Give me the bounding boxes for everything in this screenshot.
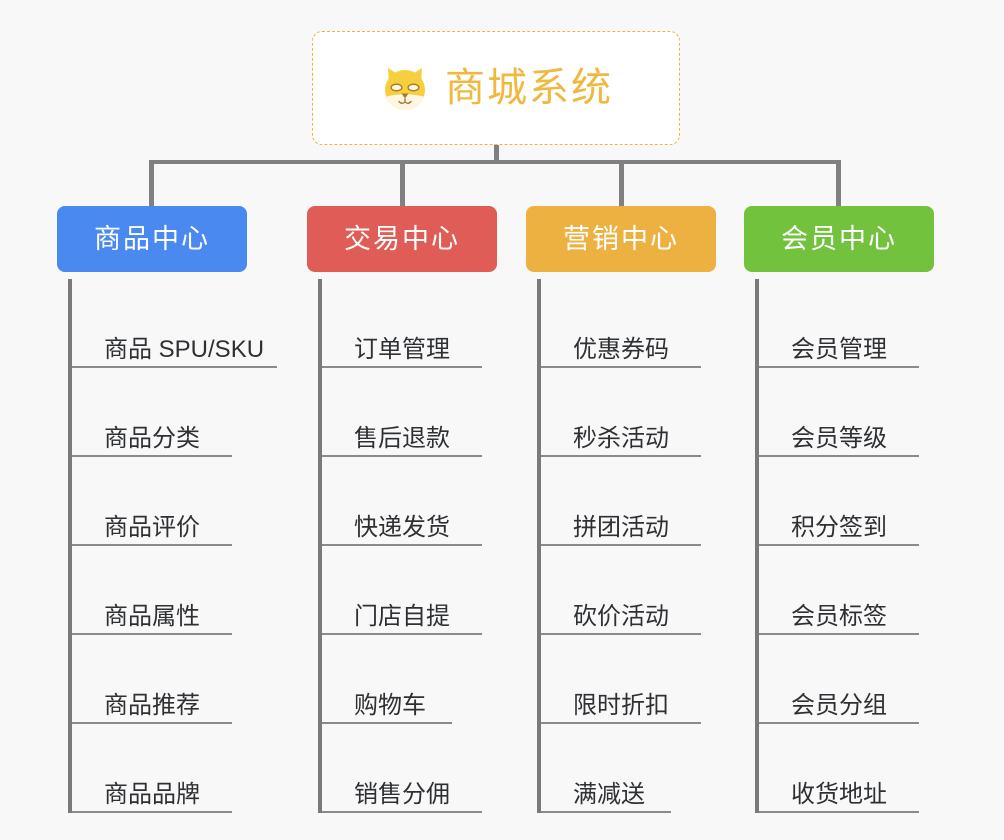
- list-item[interactable]: 商品 SPU/SKU: [72, 279, 277, 368]
- leaf-label: 收货地址: [791, 781, 887, 808]
- leaf-label: 商品 SPU/SKU: [104, 336, 265, 363]
- connector-root-stem: [494, 145, 499, 162]
- leaf-label: 秒杀活动: [573, 425, 669, 452]
- leaf-label: 商品推荐: [104, 692, 200, 719]
- category-header-marketing-center[interactable]: 营销中心: [526, 206, 716, 272]
- leaf-list-marketing-center: 优惠券码 秒杀活动 拼团活动 砍价活动 限时折扣 满减送: [537, 279, 716, 813]
- connector-drop-member-center: [836, 160, 841, 208]
- list-item[interactable]: 商品分类: [72, 368, 247, 457]
- shiba-inu-face-icon: [379, 62, 431, 114]
- list-item[interactable]: 会员标签: [759, 546, 934, 635]
- leaf-label: 拼团活动: [573, 514, 669, 541]
- category-label: 商品中心: [94, 223, 210, 254]
- leaf-list-product-center: 商品 SPU/SKU 商品分类 商品评价 商品属性 商品推荐 商品品牌: [68, 279, 277, 813]
- list-item[interactable]: 会员分组: [759, 635, 934, 724]
- category-header-trade-center[interactable]: 交易中心: [307, 206, 497, 272]
- list-item[interactable]: 商品属性: [72, 546, 247, 635]
- leaf-list-trade-center: 订单管理 售后退款 快递发货 门店自提 购物车 销售分佣: [318, 279, 497, 813]
- connector-drop-trade-center: [400, 160, 405, 208]
- root-node[interactable]: 商城系统: [312, 31, 680, 145]
- category-header-member-center[interactable]: 会员中心: [744, 206, 934, 272]
- leaf-label: 会员标签: [791, 603, 887, 630]
- category-label: 营销中心: [563, 223, 679, 254]
- leaf-label: 会员管理: [791, 336, 887, 363]
- leaf-label: 售后退款: [354, 425, 450, 452]
- leaf-list-member-center: 会员管理 会员等级 积分签到 会员标签 会员分组 收货地址: [755, 279, 934, 813]
- connector-drop-marketing-center: [619, 160, 624, 208]
- category-header-product-center[interactable]: 商品中心: [57, 206, 247, 272]
- list-item[interactable]: 商品推荐: [72, 635, 247, 724]
- leaf-label: 优惠券码: [573, 336, 669, 363]
- leaf-label: 商品分类: [104, 425, 200, 452]
- list-item[interactable]: 销售分佣: [322, 724, 497, 813]
- leaf-label: 限时折扣: [573, 692, 669, 719]
- list-item[interactable]: 收货地址: [759, 724, 934, 813]
- leaf-label: 快递发货: [354, 514, 450, 541]
- leaf-label: 门店自提: [354, 603, 450, 630]
- column-product-center: 商品中心 商品 SPU/SKU 商品分类 商品评价 商品属性 商品推荐 商品品牌: [57, 206, 277, 813]
- list-item[interactable]: 优惠券码: [541, 279, 716, 368]
- leaf-label: 砍价活动: [573, 603, 669, 630]
- list-item[interactable]: 满减送: [541, 724, 716, 813]
- connector-horizontal-bus: [149, 160, 840, 164]
- list-item[interactable]: 快递发货: [322, 457, 497, 546]
- leaf-label: 商品评价: [104, 514, 200, 541]
- column-marketing-center: 营销中心 优惠券码 秒杀活动 拼团活动 砍价活动 限时折扣 满减送: [526, 206, 716, 813]
- leaf-label: 商品属性: [104, 603, 200, 630]
- category-label: 会员中心: [781, 223, 897, 254]
- leaf-label: 订单管理: [354, 336, 450, 363]
- leaf-label: 购物车: [354, 692, 426, 719]
- list-item[interactable]: 秒杀活动: [541, 368, 716, 457]
- list-item[interactable]: 订单管理: [322, 279, 497, 368]
- category-label: 交易中心: [344, 223, 460, 254]
- connector-drop-product-center: [149, 160, 154, 208]
- list-item[interactable]: 购物车: [322, 635, 497, 724]
- list-item[interactable]: 会员管理: [759, 279, 934, 368]
- list-item[interactable]: 商品品牌: [72, 724, 247, 813]
- leaf-label: 商品品牌: [104, 781, 200, 808]
- root-title: 商城系统: [445, 66, 613, 110]
- list-item[interactable]: 砍价活动: [541, 546, 716, 635]
- leaf-label: 销售分佣: [354, 781, 450, 808]
- leaf-label: 会员等级: [791, 425, 887, 452]
- list-item[interactable]: 门店自提: [322, 546, 497, 635]
- list-item[interactable]: 限时折扣: [541, 635, 716, 724]
- list-item[interactable]: 商品评价: [72, 457, 247, 546]
- list-item[interactable]: 拼团活动: [541, 457, 716, 546]
- list-item[interactable]: 售后退款: [322, 368, 497, 457]
- column-member-center: 会员中心 会员管理 会员等级 积分签到 会员标签 会员分组 收货地址: [744, 206, 934, 813]
- column-trade-center: 交易中心 订单管理 售后退款 快递发货 门店自提 购物车 销售分佣: [307, 206, 497, 813]
- list-item[interactable]: 会员等级: [759, 368, 934, 457]
- list-item[interactable]: 积分签到: [759, 457, 934, 546]
- leaf-label: 满减送: [573, 781, 645, 808]
- leaf-label: 会员分组: [791, 692, 887, 719]
- leaf-label: 积分签到: [791, 514, 887, 541]
